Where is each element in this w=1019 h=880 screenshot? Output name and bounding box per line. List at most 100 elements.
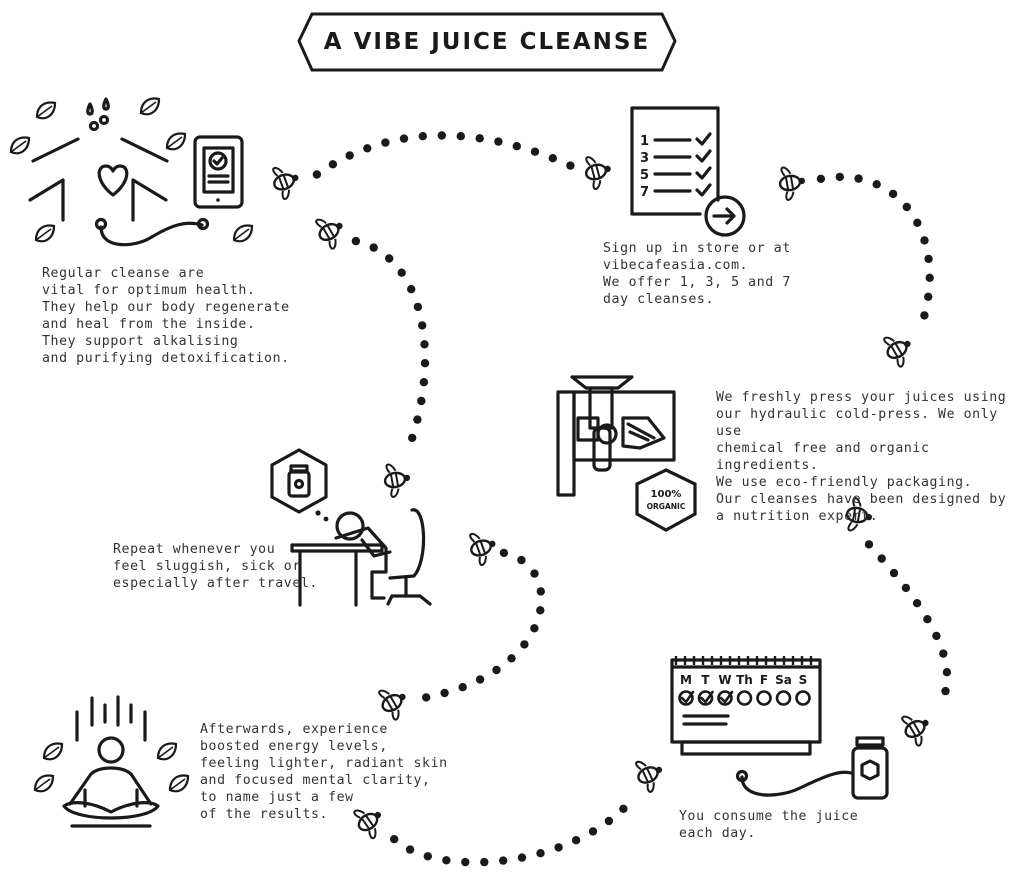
path-dot (925, 273, 934, 282)
path-dot (912, 599, 922, 608)
path-dot (924, 254, 933, 264)
checklist-number: 1 (640, 134, 649, 149)
leaf-icon (34, 224, 56, 243)
path-dot (902, 202, 911, 212)
path-dot (437, 131, 446, 140)
bee-icon (580, 151, 617, 192)
heart-icon (97, 164, 129, 197)
path-dot (413, 415, 422, 424)
path-dot (924, 292, 933, 301)
calendar-day-circle (736, 690, 753, 706)
path-dot (420, 359, 430, 368)
path-dot (405, 845, 415, 854)
checklist-number: 3 (640, 151, 649, 166)
organic-badge-icon: 100% ORGANIC (635, 468, 697, 532)
path-dot (536, 849, 545, 858)
checklist-icon: 1 3 5 7 (630, 106, 746, 237)
path-dot (390, 835, 399, 844)
path-dot (458, 683, 467, 692)
dotted-path (312, 131, 952, 867)
calendar-day-label: F (760, 673, 768, 687)
path-dot (461, 857, 470, 867)
path-dot (530, 569, 539, 578)
bee-icon (630, 752, 670, 796)
path-dot (571, 836, 581, 845)
organic-badge-line1: 100% (651, 489, 682, 500)
bee-icon (896, 705, 938, 750)
path-dot (920, 236, 929, 245)
leaf-icon (139, 97, 161, 116)
path-dot (619, 804, 628, 813)
check-icon (680, 690, 695, 705)
path-dot (530, 147, 540, 156)
arrow-circle-icon (704, 195, 746, 237)
leaf-icon (168, 774, 190, 793)
path-dot (536, 587, 545, 596)
path-dot (408, 433, 417, 443)
leaf-icon (232, 224, 254, 243)
path-dot (889, 568, 899, 578)
step-text-repeat: Repeat whenever you feel sluggish, sick … (113, 542, 318, 591)
calendar-day-label: S (799, 673, 808, 687)
connector-line (740, 770, 853, 797)
calendar-day-circle (717, 690, 733, 706)
path-dot (835, 172, 844, 182)
path-dot (507, 654, 516, 663)
calendar-day-circle (775, 690, 792, 706)
check-icon (719, 690, 734, 705)
path-dot (345, 151, 354, 160)
leaf-icon (42, 742, 64, 761)
path-dot (351, 236, 361, 246)
path-dot (422, 693, 431, 702)
calendar-binder (674, 656, 813, 665)
path-dot (854, 174, 863, 183)
calendar-day-circle (697, 690, 714, 706)
path-dot (548, 154, 557, 163)
path-dot (517, 555, 526, 565)
path-dot (566, 161, 575, 170)
organic-badge-line2: ORGANIC (647, 502, 686, 511)
path-dot (456, 132, 465, 141)
leaf-icon (165, 132, 187, 151)
path-dot (475, 134, 484, 143)
path-dot (864, 540, 874, 549)
health-illustration (9, 97, 254, 247)
leaf-icon (156, 742, 178, 761)
path-dot (494, 137, 503, 146)
path-dot (932, 631, 941, 641)
calendar-day-label: W (718, 673, 731, 687)
juice-bottle-icon (851, 736, 889, 800)
path-dot (417, 396, 426, 406)
check-icon (700, 690, 714, 705)
path-dot (312, 170, 322, 179)
title-banner: A VIBE JUICE CLEANSE (297, 12, 677, 72)
bee-icon (381, 459, 415, 500)
calendar-day-circle (678, 690, 694, 706)
path-dot (420, 340, 429, 349)
path-dot (397, 268, 406, 277)
path-dot (520, 640, 529, 649)
path-dot (923, 615, 932, 624)
path-dot (588, 827, 598, 836)
path-dot (381, 138, 390, 147)
path-dot (492, 665, 501, 675)
juicer-icon (556, 375, 676, 497)
path-dot (901, 583, 911, 593)
path-dot (385, 254, 394, 263)
checklist-number: 5 (640, 168, 649, 183)
leaf-icon (9, 136, 31, 155)
path-dot (939, 649, 948, 658)
bee-icon (310, 208, 352, 253)
meditation-icon (33, 695, 190, 828)
calendar-day-label: T (701, 673, 710, 687)
path-dot (941, 686, 950, 696)
page-title: A VIBE JUICE CLEANSE (324, 29, 650, 55)
path-dot (536, 606, 545, 615)
path-dot (517, 853, 527, 862)
path-dot (816, 174, 826, 183)
path-dot (530, 624, 539, 633)
bee-icon (776, 162, 810, 203)
path-dot (512, 142, 521, 151)
